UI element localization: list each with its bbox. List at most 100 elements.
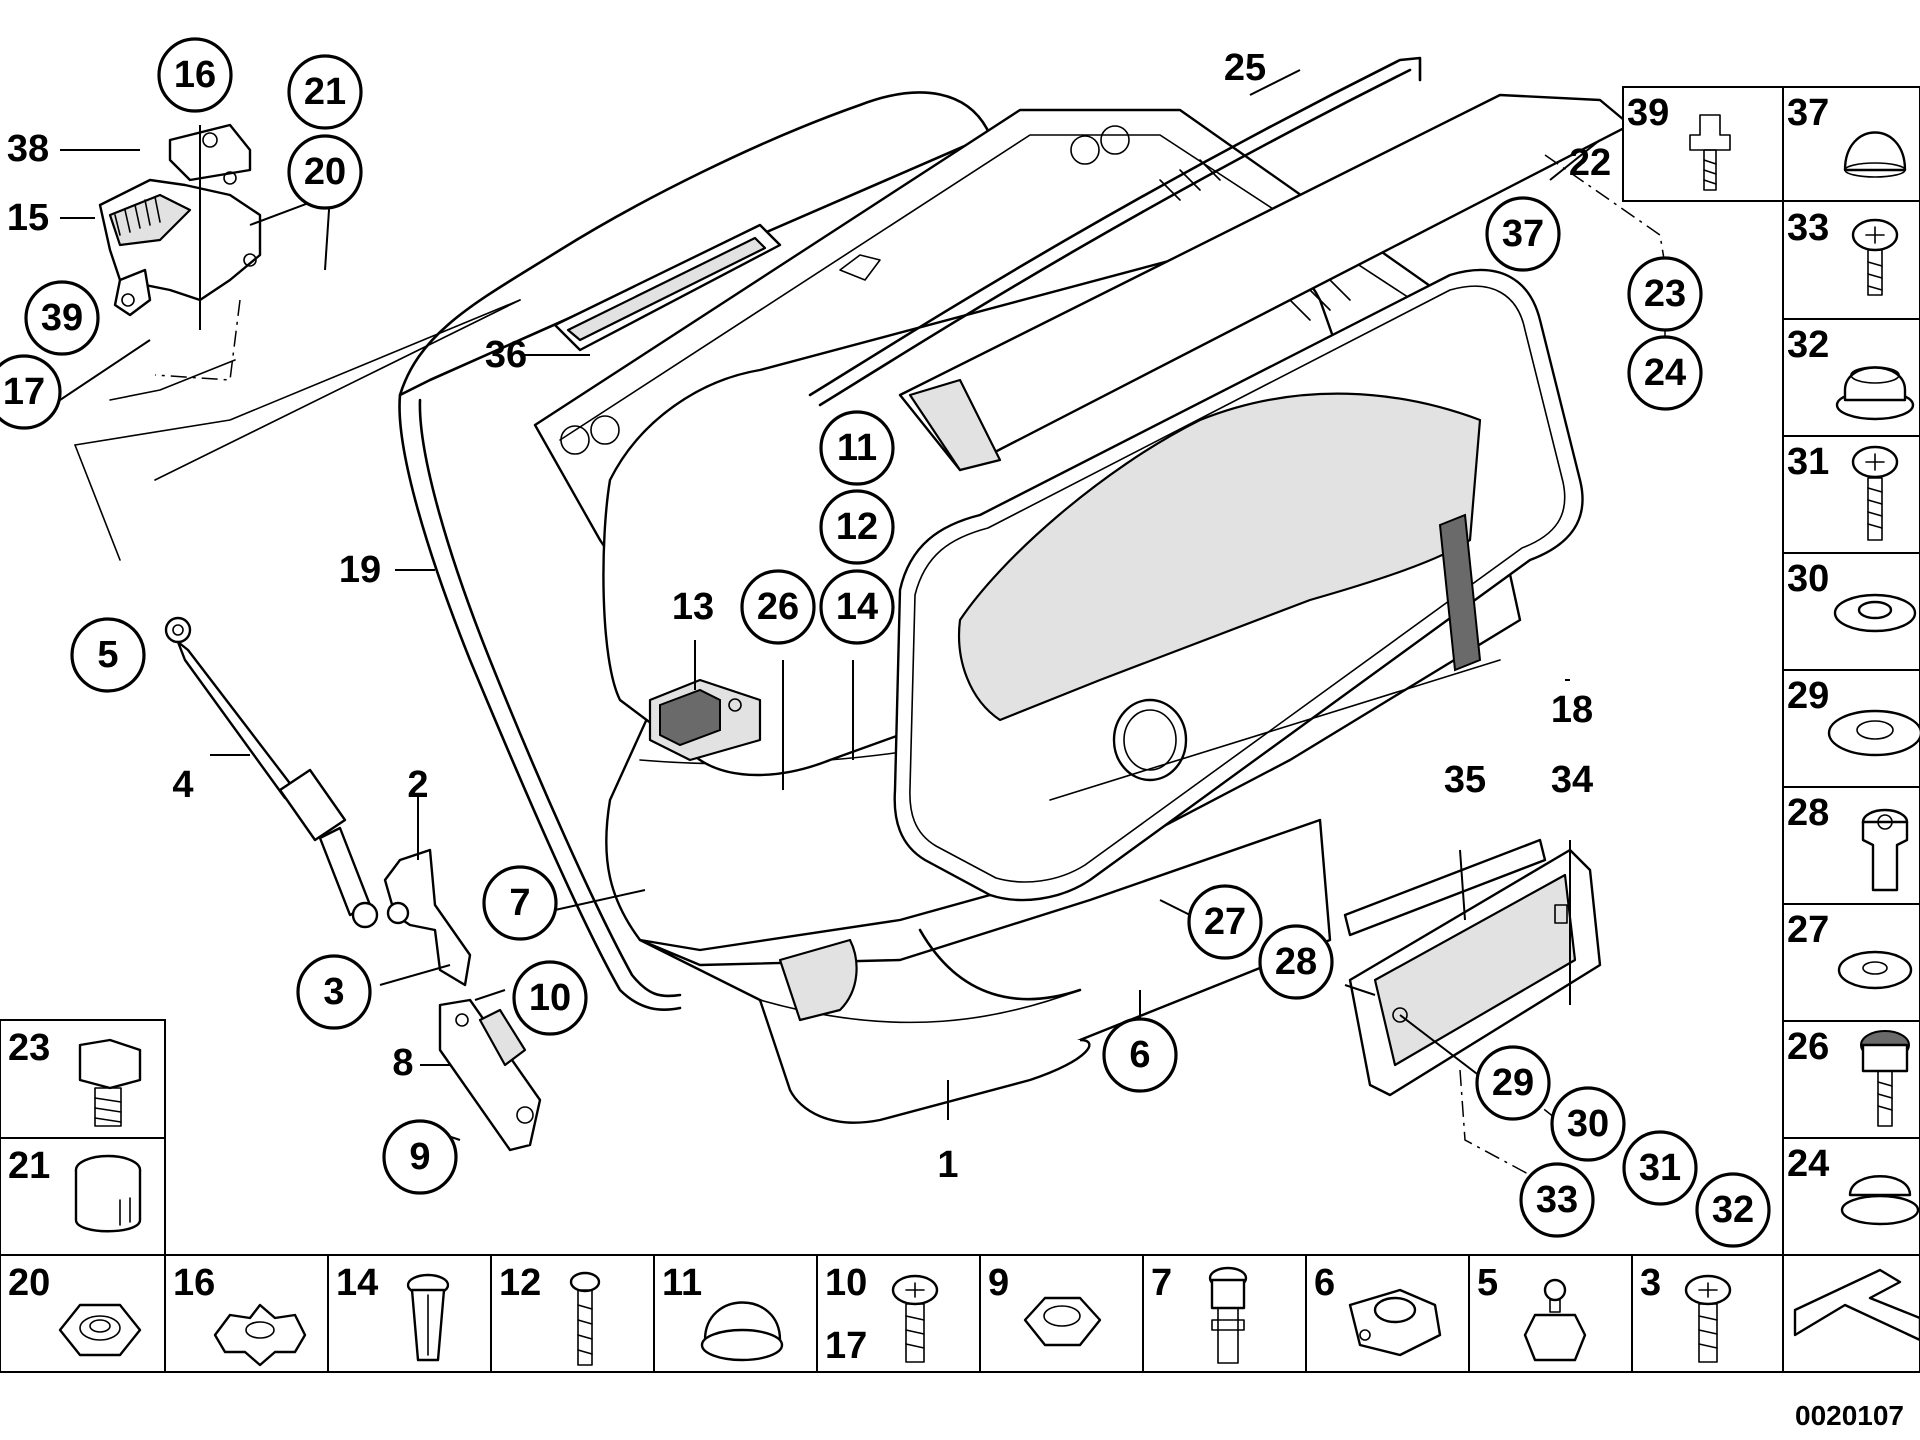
bolt-39-icon [1689,114,1731,191]
latch-parts [383,848,542,1152]
callout-26: 26 [740,569,816,645]
stud-26-icon [1860,1030,1910,1127]
callout-17-label: 17 [3,371,45,413]
callout-31: 31 [1622,1130,1698,1206]
callout-33-label: 33 [1536,1179,1578,1221]
right-cell-37: 37 [1787,92,1829,134]
right-cell-29: 29 [1787,675,1829,717]
callout-20-label: 20 [304,151,346,193]
callout-27: 27 [1187,884,1263,960]
right-cell-28: 28 [1787,792,1829,834]
bolt-23-icon [78,1038,142,1127]
callout-33: 33 [1519,1162,1595,1238]
callout-3: 3 [296,954,372,1030]
callout-32-label: 32 [1712,1189,1754,1231]
right-cell-30: 30 [1787,558,1829,600]
clip-nut-6-icon [1348,1288,1442,1357]
callout-32: 32 [1695,1172,1771,1248]
bottom-cell-5: 5 [1477,1262,1498,1304]
label-2: 2 [407,764,428,806]
callout-29: 29 [1475,1045,1551,1121]
callout-16-label: 16 [174,54,216,96]
label-36: 36 [485,334,527,376]
nut-20-icon [58,1303,142,1357]
rivet-14-icon [406,1273,450,1362]
bottom-cell-14: 14 [336,1262,378,1304]
callout-11: 11 [819,410,895,486]
callout-37: 37 [1485,196,1561,272]
label-1: 1 [937,1144,958,1186]
right-parts-column: 39 37 33 32 31 30 29 28 27 26 24 [1622,86,1920,1256]
bottom-parts-row: 20 16 14 12 11 10 17 9 7 6 5 3 [0,1254,1920,1373]
callout-14: 14 [819,569,895,645]
grommet-32-icon [1835,366,1915,421]
label-15: 15 [7,197,49,239]
screw-12-icon [569,1271,601,1366]
callout-7: 7 [482,865,558,941]
callout-24: 24 [1627,335,1703,411]
callout-39: 39 [24,280,100,356]
callout-10-label: 10 [529,977,571,1019]
callout-12-label: 12 [836,506,878,548]
callout-14-label: 14 [836,586,878,628]
left-cell-21: 21 [8,1145,50,1187]
callout-6-label: 6 [1129,1034,1150,1076]
license-plate-parts [1343,838,1602,1097]
callout-24-label: 24 [1644,352,1686,394]
right-cell-26: 26 [1787,1026,1829,1068]
right-cell-32: 32 [1787,324,1829,366]
callout-16: 16 [157,37,233,113]
callouts: 16 21 20 39 17 5 7 3 9 10 6 11 12 26 14 … [0,37,1771,1248]
hinge-icon [74,123,521,561]
callout-20: 20 [287,134,363,210]
callout-28-label: 28 [1275,941,1317,983]
plug-28-icon [1861,808,1909,892]
callout-28: 28 [1258,924,1334,1000]
right-cell-24: 24 [1787,1143,1829,1185]
screw-33-icon [1851,218,1899,296]
callout-37-label: 37 [1502,213,1544,255]
plug-24-icon [1840,1175,1920,1226]
label-34: 34 [1551,759,1593,801]
callout-23: 23 [1627,256,1703,332]
reference-number: 0020107 [1795,1400,1904,1431]
gas-strut-icon [164,616,379,929]
bottom-cell-10: 10 [825,1262,867,1304]
callout-9-label: 9 [409,1136,430,1178]
callout-3-label: 3 [323,971,344,1013]
bottom-cell-20: 20 [8,1262,50,1304]
bottom-cell-12: 12 [499,1262,541,1304]
callout-5-label: 5 [97,634,118,676]
label-4: 4 [172,764,193,806]
callout-5: 5 [70,617,146,693]
label-25: 25 [1224,47,1266,89]
callout-39-label: 39 [41,297,83,339]
callout-12: 12 [819,489,895,565]
callout-21-label: 21 [304,71,346,113]
right-cell-33: 33 [1787,207,1829,249]
bottom-cell-7: 7 [1151,1262,1172,1304]
label-19: 19 [339,549,381,591]
washer-27-icon [1837,950,1913,990]
callout-9: 9 [382,1119,458,1195]
right-cell-39: 39 [1627,92,1669,134]
callout-26-label: 26 [757,586,799,628]
callout-23-label: 23 [1644,273,1686,315]
callout-11-label: 11 [837,427,877,469]
tailgate-assembly [398,56,1632,1124]
callout-30-label: 30 [1567,1103,1609,1145]
right-cell-31: 31 [1787,441,1829,483]
cap-37-icon [1843,131,1907,178]
washer-29-icon [1827,709,1920,757]
nut-9-icon [1023,1296,1102,1347]
label-35: 35 [1444,759,1486,801]
label-8: 8 [392,1042,413,1084]
bottom-cell-11: 11 [662,1262,702,1304]
screw-31-icon [1851,445,1899,541]
direction-arrow-icon [1793,1268,1920,1342]
callout-30: 30 [1550,1086,1626,1162]
label-18: 18 [1551,689,1593,731]
label-13: 13 [672,586,714,628]
label-22: 22 [1569,142,1611,184]
left-cell-23: 23 [8,1027,50,1069]
